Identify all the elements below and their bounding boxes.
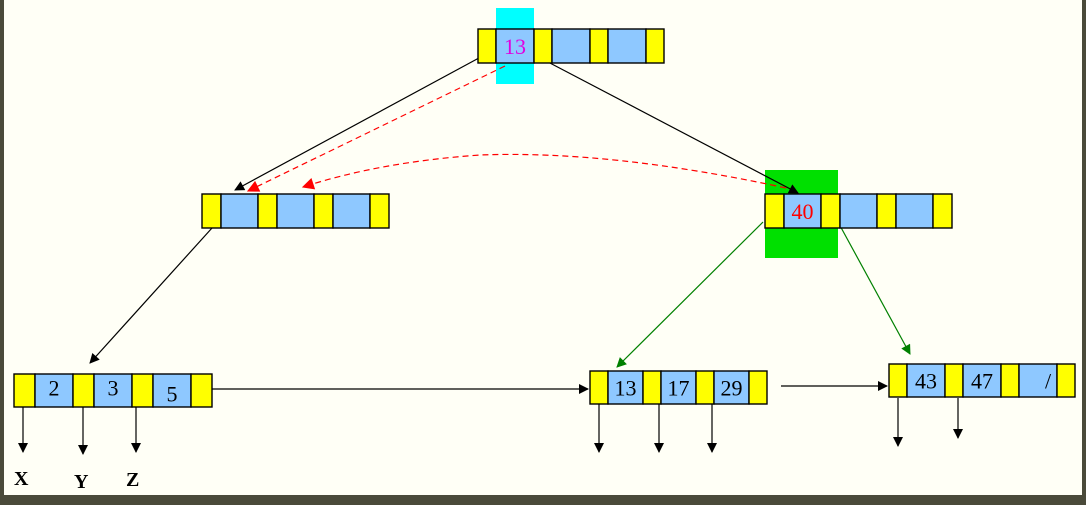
pointer-slot xyxy=(642,370,662,405)
null-pointer-marker: / xyxy=(1045,369,1052,394)
key-slot xyxy=(220,193,259,229)
key-slot xyxy=(276,193,315,229)
key-slot xyxy=(1018,363,1058,398)
node-key: 29 xyxy=(721,376,743,401)
pointer-slot xyxy=(589,28,609,64)
pointer-slot xyxy=(888,363,908,398)
key-slot xyxy=(551,28,591,64)
tree-edges xyxy=(89,51,911,394)
dashed-arrow-root-to-left xyxy=(246,65,506,192)
leaf-pointer-arrows xyxy=(18,398,963,455)
leaf-first-node: 2 3 5 xyxy=(13,373,213,408)
node-key: 40 xyxy=(792,199,814,224)
level1-right-node: 40 xyxy=(764,193,953,229)
key-slot xyxy=(607,28,647,64)
pointer-slot xyxy=(695,370,715,405)
pointer-label-x: X xyxy=(14,468,29,490)
pointer-slot xyxy=(944,363,964,398)
edge-root-to-left xyxy=(234,51,491,191)
pointer-slot xyxy=(13,373,36,408)
edge-right-to-middle-leaf xyxy=(616,221,764,368)
pointer-slot xyxy=(589,370,609,405)
pointer-slot xyxy=(201,193,222,229)
pointer-slot xyxy=(645,28,665,64)
key-slot xyxy=(34,373,74,408)
diagram-frame xyxy=(4,0,1082,495)
key-slot xyxy=(906,363,946,398)
key-slot xyxy=(495,28,535,64)
key-slot xyxy=(895,193,934,229)
edge-right-to-last-leaf xyxy=(837,221,911,355)
root-node: 13 xyxy=(477,28,665,64)
pointer-label-z: Z xyxy=(126,469,139,491)
key-slot xyxy=(783,193,822,229)
pointer-slot xyxy=(932,193,953,229)
node-key: 2 xyxy=(49,376,60,401)
pointer-slot xyxy=(72,373,95,408)
leaf-last-node: 43 47 / xyxy=(888,363,1076,398)
pointer-slot xyxy=(764,193,785,229)
pointer-slot xyxy=(131,373,154,408)
pointer-slot xyxy=(257,193,278,229)
level1-left-node xyxy=(201,193,390,229)
node-key: 43 xyxy=(915,369,937,394)
node-key: 13 xyxy=(504,34,526,59)
node-key: 13 xyxy=(615,376,637,401)
edge-left-to-leaf xyxy=(89,227,213,364)
leaf-pointer-labels: X Y Z xyxy=(14,468,139,493)
key-slot xyxy=(713,370,750,405)
node-key: 17 xyxy=(668,376,690,401)
pointer-slot xyxy=(1056,363,1076,398)
edge-root-to-right xyxy=(547,61,799,194)
pointer-slot xyxy=(820,193,841,229)
pointer-label-y: Y xyxy=(74,471,89,493)
pointer-slot xyxy=(1000,363,1020,398)
redistribution-arrows xyxy=(246,65,787,192)
leaf-middle-node: 13 17 29 xyxy=(589,370,768,405)
pointer-slot xyxy=(190,373,213,408)
pointer-slot xyxy=(477,28,497,64)
pointer-slot xyxy=(313,193,334,229)
key-slot xyxy=(332,193,371,229)
pointer-slot xyxy=(748,370,768,405)
pointer-slot xyxy=(533,28,553,64)
btree-nodes: 13 40 2 3 5 13 17 29 43 47 / xyxy=(13,28,1076,408)
pointer-slot xyxy=(876,193,897,229)
node-key: 5 xyxy=(167,382,178,407)
node-key: 47 xyxy=(971,369,993,394)
pointer-slot xyxy=(369,193,390,229)
key-slot xyxy=(962,363,1002,398)
key-slot xyxy=(839,193,878,229)
node-key: 3 xyxy=(108,376,119,401)
key-slot xyxy=(93,373,133,408)
key-slot xyxy=(607,370,644,405)
dashed-arrow-right-to-left xyxy=(301,153,787,190)
